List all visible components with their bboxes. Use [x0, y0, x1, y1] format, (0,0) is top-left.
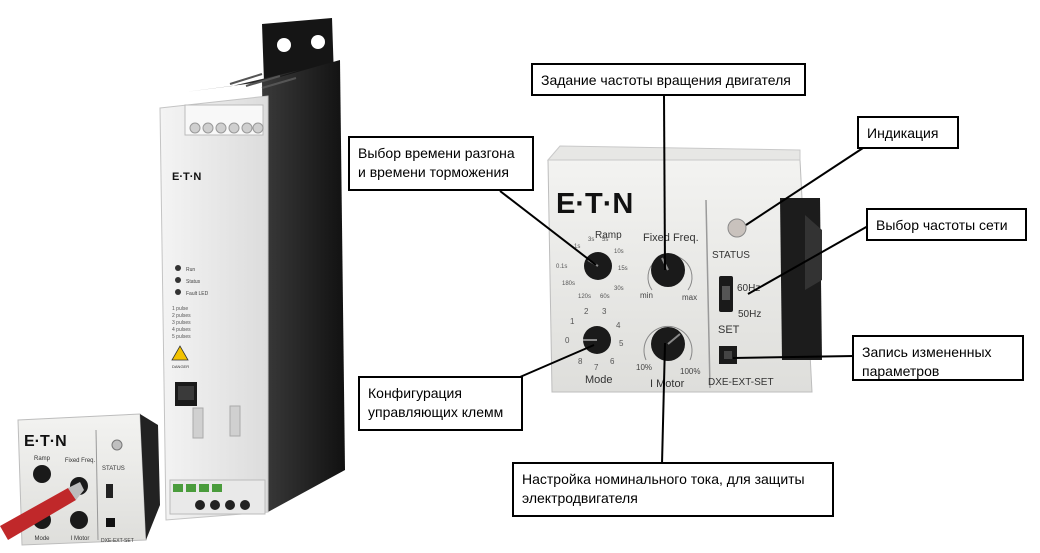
callout-mains-freq: Выбор частоты сети	[866, 208, 1027, 241]
svg-text:E·T·N: E·T·N	[172, 171, 201, 183]
svg-text:E·T·N: E·T·N	[24, 433, 67, 450]
small-model-label: DXE-EXT-SET	[101, 538, 134, 544]
warning-label: DANGER	[172, 364, 189, 369]
callout-indication: Индикация	[857, 116, 959, 149]
small-fixed-freq-label: Fixed Freq.	[65, 458, 96, 464]
led-label: Fault LED	[186, 291, 209, 297]
ramp-tick: 180s	[562, 281, 575, 287]
small-ramp-label: Ramp	[34, 456, 51, 462]
screwdriver-icon	[0, 488, 76, 540]
ramp-tick: 5s	[602, 237, 608, 243]
callout-terminal-config: Конфигурация управляющих клемм	[358, 376, 523, 431]
callout-save-params: Запись измененных параметров	[852, 335, 1024, 381]
mode-tick: 3	[602, 307, 607, 316]
ramp-tick: 1s	[574, 244, 580, 250]
small-mode-label: Mode	[34, 536, 50, 542]
status-label: STATUS	[712, 250, 750, 261]
mode-tick: 2	[584, 307, 589, 316]
small-status-label: STATUS	[102, 466, 125, 472]
status-led	[727, 218, 747, 238]
fault-code: 5 pulses	[172, 334, 191, 340]
small-i-motor-label: I Motor	[71, 536, 90, 542]
brand-logo: E·T·N	[556, 188, 633, 220]
ramp-label: Ramp	[595, 230, 622, 241]
mode-tick: 8	[578, 357, 583, 366]
mode-label: Mode	[585, 374, 613, 386]
fault-code: 2 pulses	[172, 313, 191, 319]
warning-icon	[171, 345, 189, 361]
ramp-tick: 120s	[578, 294, 591, 300]
model-label: DXE-EXT-SET	[708, 377, 774, 388]
drive-unit: E·T·N Run Status Fault LED 1 pulse 2 pul…	[159, 18, 345, 521]
ramp-tick: 30s	[614, 286, 624, 292]
ramp-tick: 60s	[600, 294, 610, 300]
fixed-freq-min: min	[640, 291, 653, 300]
ramp-tick: 15s	[618, 266, 628, 272]
mode-tick: 0	[565, 336, 570, 345]
hz50-label: 50Hz	[738, 309, 761, 320]
mode-tick: 1	[570, 317, 575, 326]
large-module: E·T·N Ramp 0.1s 1s 3s 5s 10s 15s 30s 60s…	[546, 145, 822, 393]
fixed-freq-max: max	[682, 293, 697, 302]
ramp-tick: 0.1s	[556, 264, 567, 270]
fixed-freq-label: Fixed Freq.	[643, 232, 699, 244]
led-label: Run	[186, 267, 195, 273]
led-label: Status	[186, 279, 201, 285]
ramp-tick: 3s	[588, 237, 594, 243]
set-label: SET	[718, 324, 740, 336]
fault-code: 4 pulses	[172, 327, 191, 333]
callout-motor-current: Настройка номинального тока, для защиты …	[512, 462, 834, 517]
mode-tick: 7	[594, 363, 599, 372]
callout-freq-setpoint: Задание частоты вращения двигателя	[531, 63, 806, 96]
i-motor-max: 100%	[680, 367, 700, 376]
ramp-tick: 10s	[614, 249, 624, 255]
hz60-label: 60Hz	[737, 283, 760, 294]
mode-tick: 5	[619, 339, 624, 348]
i-motor-label: I Motor	[650, 378, 685, 390]
fault-code: 3 pulses	[172, 320, 191, 326]
i-motor-min: 10%	[636, 363, 652, 372]
callout-ramp-time: Выбор времени разгона и времени торможен…	[348, 136, 534, 191]
fault-code: 1 pulse	[172, 306, 188, 312]
small-module: E·T·N STATUS Ramp Fixed Freq. Mode I Mot…	[0, 413, 160, 546]
mode-tick: 6	[610, 357, 615, 366]
mode-tick: 4	[616, 321, 621, 330]
leader-lines	[499, 95, 869, 465]
